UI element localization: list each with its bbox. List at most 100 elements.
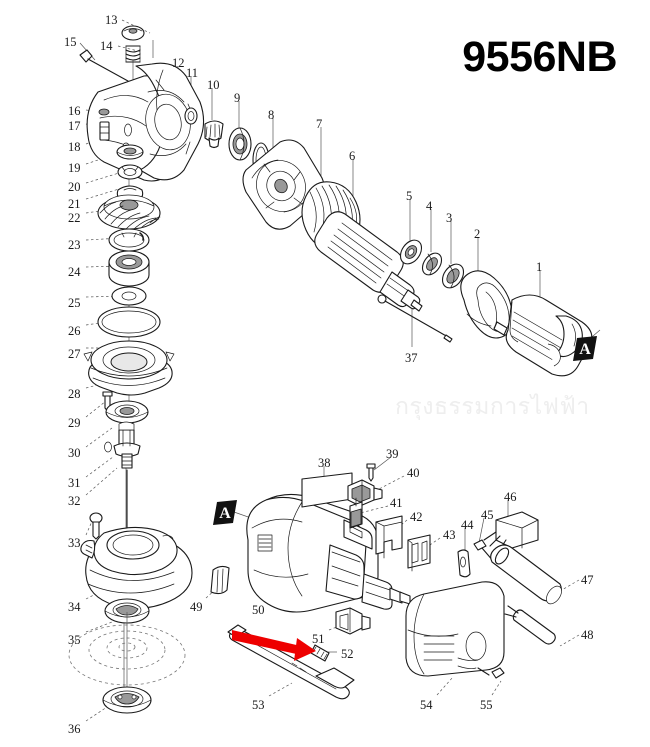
part-number-51[interactable]: 51 bbox=[312, 632, 325, 646]
part-49 bbox=[210, 565, 230, 595]
part-37-rod bbox=[377, 294, 453, 343]
part-number-47[interactable]: 47 bbox=[581, 573, 594, 587]
part-number-5[interactable]: 5 bbox=[406, 189, 413, 203]
section-marker-a-motor: A bbox=[572, 336, 598, 361]
part-12-gear-housing bbox=[86, 62, 205, 182]
part-number-33[interactable]: 33 bbox=[68, 536, 81, 550]
part-number-13[interactable]: 13 bbox=[105, 13, 118, 27]
section-marker-label: A bbox=[579, 341, 591, 358]
part-number-31[interactable]: 31 bbox=[68, 476, 81, 490]
part-43 bbox=[407, 534, 431, 572]
part-16 bbox=[98, 108, 110, 116]
part-number-26[interactable]: 26 bbox=[68, 324, 81, 338]
part-number-19[interactable]: 19 bbox=[68, 161, 81, 175]
part-1-field bbox=[505, 294, 593, 377]
part-number-14[interactable]: 14 bbox=[100, 39, 113, 53]
part-number-7[interactable]: 7 bbox=[316, 117, 323, 131]
part-48-cord bbox=[504, 605, 556, 645]
part-number-15[interactable]: 15 bbox=[64, 35, 77, 49]
part-number-49[interactable]: 49 bbox=[190, 600, 203, 614]
part-number-20[interactable]: 20 bbox=[68, 180, 81, 194]
part-number-9[interactable]: 9 bbox=[234, 91, 241, 105]
part-number-45[interactable]: 45 bbox=[481, 508, 494, 522]
part-25 bbox=[111, 286, 147, 306]
part-51 bbox=[335, 607, 371, 635]
part-number-35[interactable]: 35 bbox=[68, 633, 81, 647]
part-number-40[interactable]: 40 bbox=[407, 466, 420, 480]
part-52-spring bbox=[310, 644, 330, 662]
part-50-motor-housing bbox=[246, 493, 411, 613]
part-number-27[interactable]: 27 bbox=[68, 347, 81, 361]
part-number-39[interactable]: 39 bbox=[386, 447, 399, 461]
part-number-42[interactable]: 42 bbox=[410, 510, 423, 524]
part-24 bbox=[108, 250, 150, 287]
part-number-44[interactable]: 44 bbox=[461, 518, 474, 532]
part-number-30[interactable]: 30 bbox=[68, 446, 81, 460]
part-30 bbox=[105, 400, 149, 424]
part-number-3[interactable]: 3 bbox=[446, 211, 453, 225]
part-7-armature bbox=[301, 181, 423, 312]
grinding-wheel-dashed bbox=[68, 612, 186, 700]
part-9-bearing bbox=[228, 127, 252, 161]
part-54-housing-cover bbox=[405, 581, 505, 677]
part-number-53[interactable]: 53 bbox=[252, 698, 265, 712]
part-number-52[interactable]: 52 bbox=[341, 647, 354, 661]
part-number-41[interactable]: 41 bbox=[390, 496, 403, 510]
part-22-bevel-gear bbox=[97, 194, 161, 230]
part-number-46[interactable]: 46 bbox=[504, 490, 517, 504]
part-36 bbox=[102, 686, 152, 714]
part-number-16[interactable]: 16 bbox=[68, 104, 81, 118]
part-number-8[interactable]: 8 bbox=[268, 108, 275, 122]
part-11 bbox=[184, 107, 198, 125]
part-number-50[interactable]: 50 bbox=[252, 603, 265, 617]
part-number-24[interactable]: 24 bbox=[68, 265, 81, 279]
part-number-37[interactable]: 37 bbox=[405, 351, 418, 365]
part-number-12[interactable]: 12 bbox=[172, 56, 185, 70]
part-number-29[interactable]: 29 bbox=[68, 416, 81, 430]
part-4 bbox=[421, 252, 443, 276]
part-14 bbox=[125, 45, 141, 63]
highlight-arrow-to-part-52 bbox=[232, 630, 316, 661]
part-3 bbox=[441, 263, 465, 289]
part-55 bbox=[477, 667, 505, 679]
part-47-handle bbox=[490, 544, 562, 605]
part-number-11[interactable]: 11 bbox=[186, 66, 199, 80]
part-number-18[interactable]: 18 bbox=[68, 140, 81, 154]
part-13 bbox=[121, 25, 145, 41]
part-number-38[interactable]: 38 bbox=[318, 456, 331, 470]
part-18 bbox=[124, 123, 132, 137]
part-number-48[interactable]: 48 bbox=[581, 628, 594, 642]
part-number-32[interactable]: 32 bbox=[68, 494, 81, 508]
part-number-43[interactable]: 43 bbox=[443, 528, 456, 542]
part-number-17[interactable]: 17 bbox=[68, 119, 81, 133]
part-32-spindle bbox=[113, 421, 141, 469]
part-number-2[interactable]: 2 bbox=[474, 227, 481, 241]
part-31 bbox=[104, 441, 112, 453]
part-number-25[interactable]: 25 bbox=[68, 296, 81, 310]
part-2-end-bell bbox=[460, 270, 513, 339]
part-15 bbox=[79, 49, 129, 82]
part-number-55[interactable]: 55 bbox=[480, 698, 493, 712]
motor-assembly-parts bbox=[184, 107, 593, 377]
part-number-34[interactable]: 34 bbox=[68, 600, 81, 614]
part-number-54[interactable]: 54 bbox=[420, 698, 433, 712]
part-number-21[interactable]: 21 bbox=[68, 197, 81, 211]
part-number-6[interactable]: 6 bbox=[349, 149, 356, 163]
part-26 bbox=[97, 306, 161, 338]
part-number-1[interactable]: 1 bbox=[536, 260, 543, 274]
part-41-carbon-brush bbox=[349, 497, 363, 529]
part-number-23[interactable]: 23 bbox=[68, 238, 81, 252]
part-number-22[interactable]: 22 bbox=[68, 211, 81, 225]
part-number-10[interactable]: 10 bbox=[207, 78, 220, 92]
section-marker-a-body: A bbox=[212, 500, 238, 525]
part-40-switch bbox=[347, 479, 383, 507]
section-marker-label: A bbox=[219, 505, 231, 522]
part-44 bbox=[457, 549, 471, 578]
part-number-4[interactable]: 4 bbox=[426, 199, 433, 213]
part-number-28[interactable]: 28 bbox=[68, 387, 81, 401]
model-title: 9556NB bbox=[462, 33, 617, 81]
part-number-36[interactable]: 36 bbox=[68, 722, 81, 736]
